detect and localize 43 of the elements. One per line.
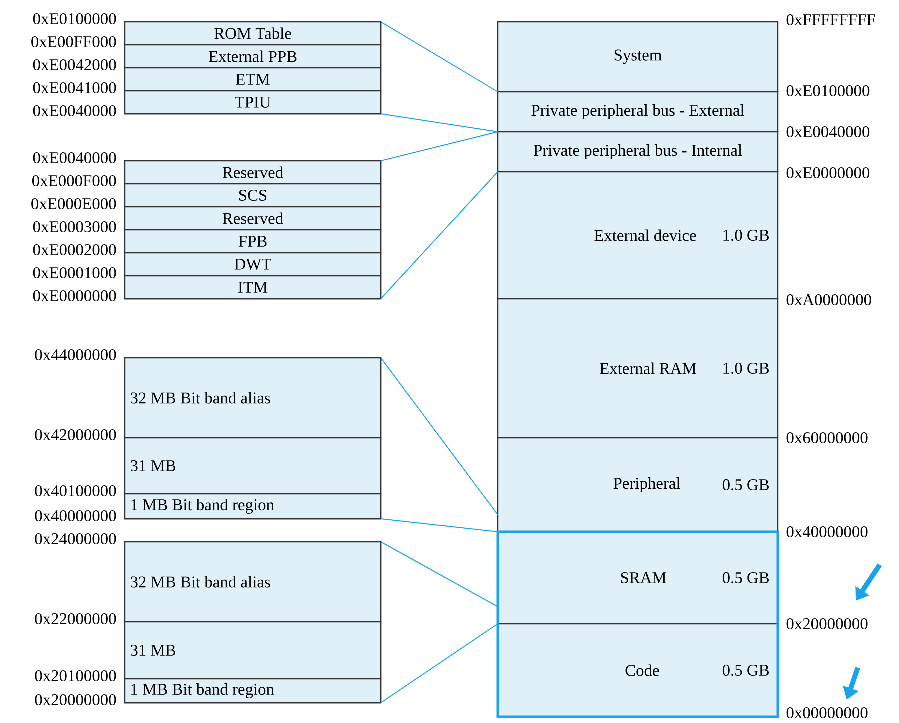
leader-line — [380, 114, 498, 132]
address-label: 0x20000000 — [35, 694, 116, 706]
address-label: 0xE0042000 — [33, 59, 116, 71]
address-label: 0xE000F000 — [32, 175, 116, 187]
address-label: 0x20000000 — [786, 618, 868, 630]
address-label: 0xE000E000 — [32, 198, 116, 210]
memory-region: SRAM 0.5 GB — [497, 531, 779, 625]
address-label: 0xA0000000 — [786, 294, 872, 306]
memory-region: Private peripheral bus - External — [497, 91, 779, 133]
address-label: 0xFFFFFFFF — [786, 14, 876, 26]
memory-region: External RAM 1.0 GB — [497, 298, 779, 439]
address-label: 0x40000000 — [786, 526, 868, 538]
memory-region: Private peripheral bus - Internal — [497, 131, 779, 173]
address-label: 0xE0040000 — [33, 152, 116, 164]
address-label: 0xE00FF000 — [32, 36, 116, 48]
address-label: 0xE0041000 — [33, 82, 116, 94]
address-label: 0xE0003000 — [33, 221, 116, 233]
address-label: 0xE0040000 — [33, 105, 116, 117]
address-label: 0xE0002000 — [33, 244, 116, 256]
address-label: 0x40100000 — [35, 485, 116, 497]
memory-region: Peripheral 0.5 GB — [497, 437, 779, 533]
leader-line — [380, 358, 498, 516]
memory-region: Code 0.5 GB — [497, 623, 779, 718]
address-label: 0x40000000 — [35, 510, 116, 522]
memory-region: System — [497, 21, 779, 93]
address-label: 0x22000000 — [35, 613, 116, 625]
address-label: 0x44000000 — [35, 349, 116, 361]
address-label: 0x42000000 — [35, 429, 116, 441]
address-label: 0xE0100000 — [786, 85, 870, 97]
leader-line — [380, 172, 498, 300]
address-label: 0x24000000 — [35, 533, 116, 545]
address-label: 0xE0000000 — [786, 167, 870, 179]
address-label: 0x20100000 — [35, 670, 116, 682]
address-label: 0xE0040000 — [786, 126, 870, 138]
leader-line — [380, 132, 498, 162]
leader-line — [380, 542, 498, 608]
address-label: 0x60000000 — [786, 432, 868, 444]
leader-line — [380, 624, 498, 704]
address-label: 0xE0000000 — [33, 290, 116, 302]
address-label: 0xE0001000 — [33, 267, 116, 279]
address-label: 0xE0100000 — [33, 13, 116, 25]
leader-line — [380, 22, 498, 92]
leader-line — [380, 518, 498, 532]
